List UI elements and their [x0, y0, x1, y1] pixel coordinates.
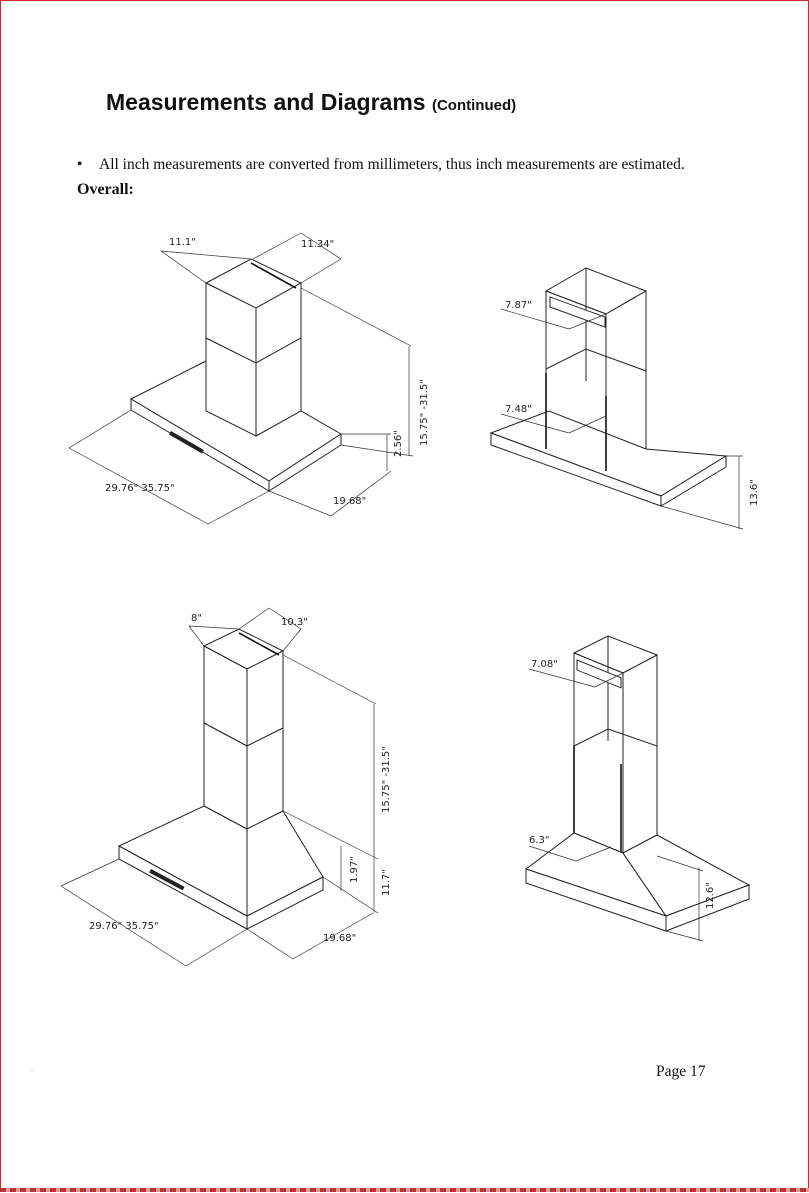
bottom-border — [0, 1188, 809, 1192]
fig4-top-bracket-label: 7.08" — [531, 659, 558, 670]
fig4-mount-bracket-label: 6.3" — [529, 835, 550, 846]
page-mark: · — [31, 1069, 33, 1075]
fig4-height-label: 12.6" — [705, 882, 716, 909]
page-number: Page 17 — [656, 1063, 706, 1081]
